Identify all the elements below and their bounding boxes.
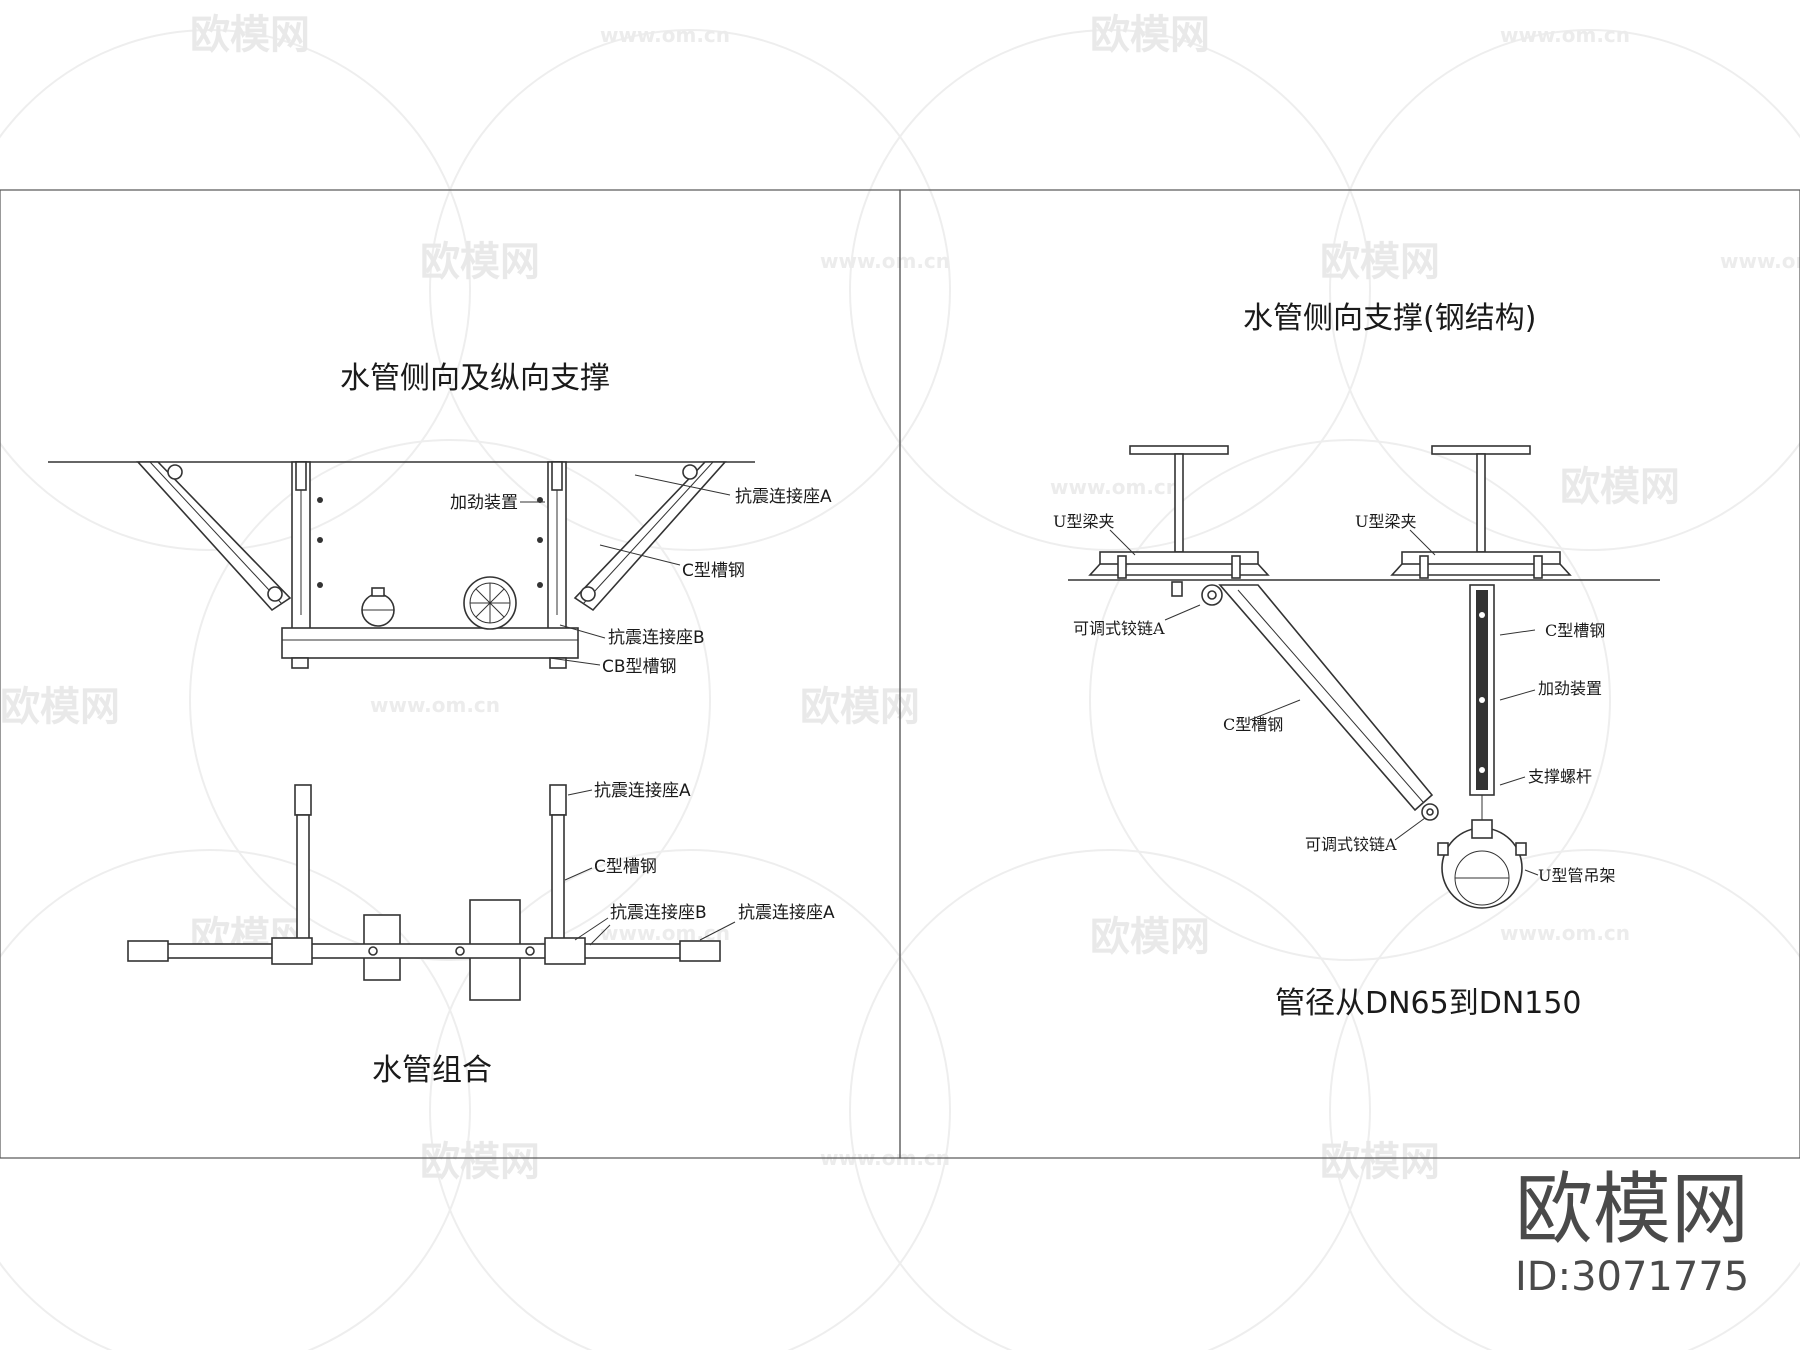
watermark-url: www.om.cn bbox=[1050, 475, 1180, 499]
label-c-channel-right: C型槽钢 bbox=[1545, 621, 1605, 640]
label-u-clamp-right: U型梁夹 bbox=[1355, 512, 1417, 531]
watermark-brand: 欧模网 bbox=[190, 12, 310, 58]
watermark-brand: 欧模网 bbox=[420, 239, 540, 285]
right-panel-title: 水管侧向支撑(钢结构) bbox=[1243, 301, 1536, 336]
label-cb-channel: CB型槽钢 bbox=[602, 657, 677, 677]
label-seat-a-top: 抗震连接座A bbox=[594, 781, 691, 801]
label-c-channel: C型槽钢 bbox=[682, 561, 745, 581]
watermark-brand: 欧模网 bbox=[800, 684, 920, 730]
label-seat-a: 抗震连接座A bbox=[735, 487, 832, 507]
watermark-brand-text: 欧模网 欧模网 欧模网 欧模网 欧模网 欧模网 欧模网 欧模网 欧模网 欧模网 … bbox=[0, 12, 1680, 1185]
label-stiffener: 加劲装置 bbox=[450, 493, 518, 513]
label-c-channel-left: C型槽钢 bbox=[1223, 715, 1283, 734]
brand-block: 欧模网 ID:3071775 bbox=[1515, 1165, 1749, 1300]
left-top-diagram: 水管侧向及纵向支撑 bbox=[48, 361, 832, 677]
watermark-brand: 欧模网 bbox=[1090, 12, 1210, 58]
watermark-url: www.om.cn bbox=[820, 249, 950, 273]
label-u-hanger: U型管吊架 bbox=[1538, 866, 1616, 885]
label-u-clamp-left: U型梁夹 bbox=[1053, 512, 1115, 531]
watermark-brand: 欧模网 bbox=[0, 684, 120, 730]
watermark-url: www.om.cn bbox=[1500, 23, 1630, 47]
label-seat-b-bottom: 抗震连接座B bbox=[610, 903, 707, 923]
watermark-brand: 欧模网 bbox=[420, 1139, 540, 1185]
watermark-brand: 欧模网 bbox=[1090, 914, 1210, 960]
left-panel-subtitle: 水管组合 bbox=[372, 1053, 492, 1088]
watermark-url: www.om.cn bbox=[1720, 249, 1800, 273]
watermark-brand: 欧模网 bbox=[1560, 464, 1680, 510]
label-hinge-top: 可调式铰链A bbox=[1073, 619, 1165, 638]
label-seat-b: 抗震连接座B bbox=[608, 628, 705, 648]
label-rod: 支撑螺杆 bbox=[1528, 767, 1592, 786]
watermark-url: www.om.cn bbox=[370, 693, 500, 717]
watermark-url: www.om.cn bbox=[1500, 921, 1630, 945]
watermark-url: www.om.cn bbox=[600, 23, 730, 47]
label-stiffener-right: 加劲装置 bbox=[1538, 679, 1602, 698]
watermark-circles bbox=[0, 29, 1800, 1350]
label-c-channel-bottom: C型槽钢 bbox=[594, 857, 657, 877]
right-panel-footer: 管径从DN65到DN150 bbox=[1275, 986, 1582, 1021]
brand-id: ID:3071775 bbox=[1515, 1254, 1749, 1300]
left-panel-title: 水管侧向及纵向支撑 bbox=[340, 361, 610, 396]
brand-name: 欧模网 bbox=[1515, 1165, 1749, 1255]
label-seat-a-right: 抗震连接座A bbox=[738, 903, 835, 923]
label-hinge-bottom: 可调式铰链A bbox=[1305, 835, 1397, 854]
left-bottom-diagram: 抗震连接座A C型槽钢 抗震连接座B 抗震连接座A 水管组合 bbox=[127, 781, 835, 1088]
panel-frames bbox=[0, 189, 1800, 1159]
watermark-brand: 欧模网 bbox=[1320, 1139, 1440, 1185]
right-diagram: 水管侧向支撑(钢结构) bbox=[1053, 301, 1660, 1021]
watermark-brand: 欧模网 bbox=[1320, 239, 1440, 285]
